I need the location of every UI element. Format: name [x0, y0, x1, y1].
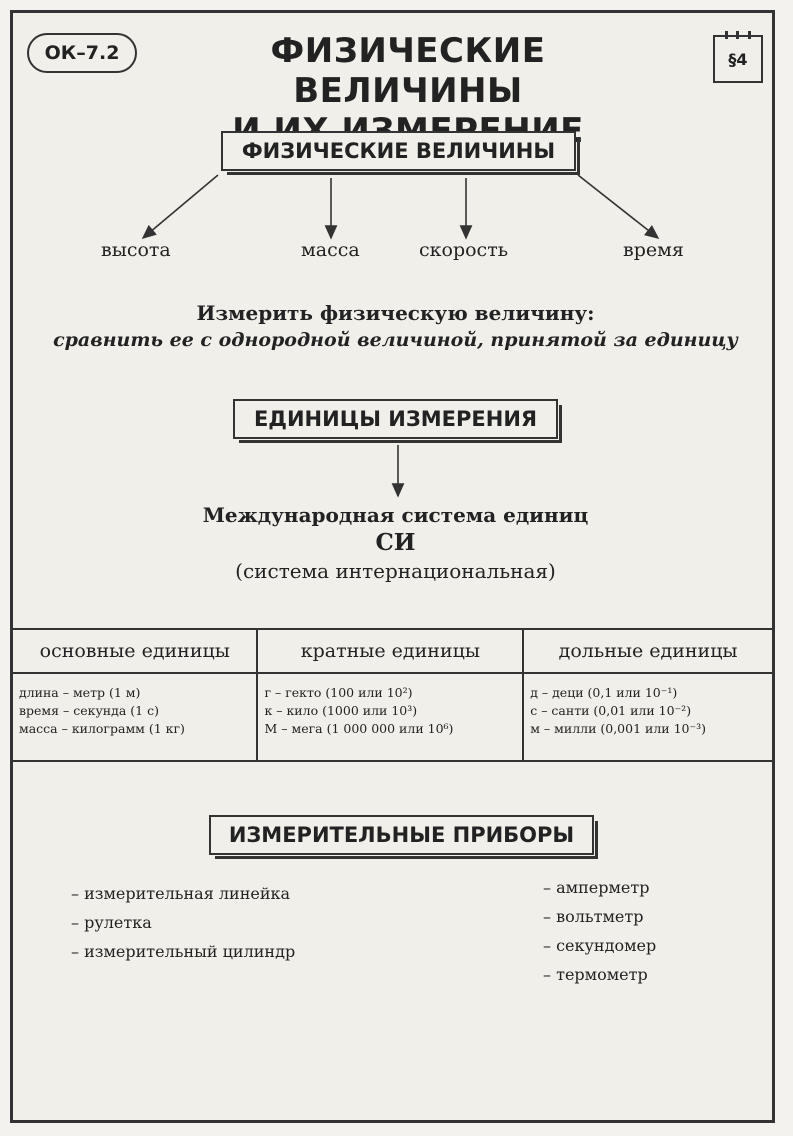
diagram-arrows	[141, 174, 660, 498]
prefix-hecto: г – гекто (100 или 10²)	[264, 685, 413, 700]
instrument-tape-measure: – рулетка	[71, 913, 152, 932]
prefix-milli: м – милли (0,001 или 10⁻³)	[530, 721, 706, 736]
card-code-badge: ОК–7.2	[27, 33, 137, 73]
instrument-measuring-cylinder: – измерительный цилиндр	[71, 942, 296, 961]
si-system-name: Международная система единиц	[202, 503, 589, 527]
instruments-list-right: – амперметр – вольтметр – секундомер – т…	[543, 873, 656, 989]
notebook-rings-icon	[721, 31, 755, 39]
base-unit-time: время – секунда (1 с)	[19, 703, 159, 718]
instruments-heading: ИЗМЕРИТЕЛЬНЫЕ ПРИБОРЫ	[209, 815, 598, 859]
title-line-1: ФИЗИЧЕСКИЕ ВЕЛИЧИНЫ	[270, 31, 546, 111]
header-sub-units: дольные единицы	[522, 628, 772, 674]
multiple-units-cell: г – гекто (100 или 10²) к – кило (1000 и…	[256, 673, 524, 762]
measure-definition-text: сравнить ее с однородной величиной, прин…	[53, 329, 738, 351]
arrow-to-height	[141, 174, 219, 240]
paragraph-number: §4	[728, 49, 748, 69]
base-unit-length: длина – метр (1 м)	[19, 685, 141, 700]
units-heading: ЕДИНИЦЫ ИЗМЕРЕНИЯ	[233, 399, 562, 443]
quantities-heading: ФИЗИЧЕСКИЕ ВЕЛИЧИНЫ	[221, 131, 580, 175]
reference-card: ОК–7.2 ФИЗИЧЕСКИЕ ВЕЛИЧИНЫ И ИХ ИЗМЕРЕНИ…	[10, 10, 775, 1123]
base-unit-mass: масса – килограмм (1 кг)	[19, 721, 185, 736]
arrow-to-time	[577, 174, 660, 239]
sub-units-cell: д – деци (0,1 или 10⁻¹) с – санти (0,01 …	[522, 673, 772, 762]
instrument-voltmeter: – вольтметр	[543, 907, 644, 926]
si-abbreviation: СИ	[375, 529, 416, 556]
instruments-list-left: – измерительная линейка – рулетка – изме…	[71, 879, 295, 966]
quantity-mass: масса	[301, 239, 360, 261]
units-table-row: длина – метр (1 м) время – секунда (1 с)…	[13, 673, 772, 762]
header-base-units: основные единицы	[13, 628, 258, 674]
units-table: основные единицы кратные единицы дольные…	[13, 628, 772, 762]
header-multiple-units: кратные единицы	[256, 628, 524, 674]
prefix-centi: с – санти (0,01 или 10⁻²)	[530, 703, 692, 718]
quantity-speed: скорость	[419, 239, 509, 261]
paragraph-notebook-badge: §4	[713, 31, 763, 83]
prefix-deci: д – деци (0,1 или 10⁻¹)	[530, 685, 678, 700]
prefix-kilo: к – кило (1000 или 10³)	[264, 703, 418, 718]
quantity-time: время	[623, 239, 684, 261]
instrument-ammeter: – амперметр	[543, 878, 650, 897]
prefix-mega: М – мега (1 000 000 или 10⁶)	[264, 721, 454, 736]
instrument-stopwatch: – секундомер	[543, 936, 657, 955]
instrument-thermometer: – термометр	[543, 965, 648, 984]
si-system-subtitle: (система интернациональная)	[235, 559, 556, 583]
units-table-header-row: основные единицы кратные единицы дольные…	[13, 628, 772, 674]
instrument-ruler: – измерительная линейка	[71, 884, 291, 903]
base-units-cell: длина – метр (1 м) время – секунда (1 с)…	[13, 673, 258, 762]
quantity-height: высота	[101, 239, 171, 261]
measure-definition-title: Измерить физическую величину:	[196, 301, 595, 325]
